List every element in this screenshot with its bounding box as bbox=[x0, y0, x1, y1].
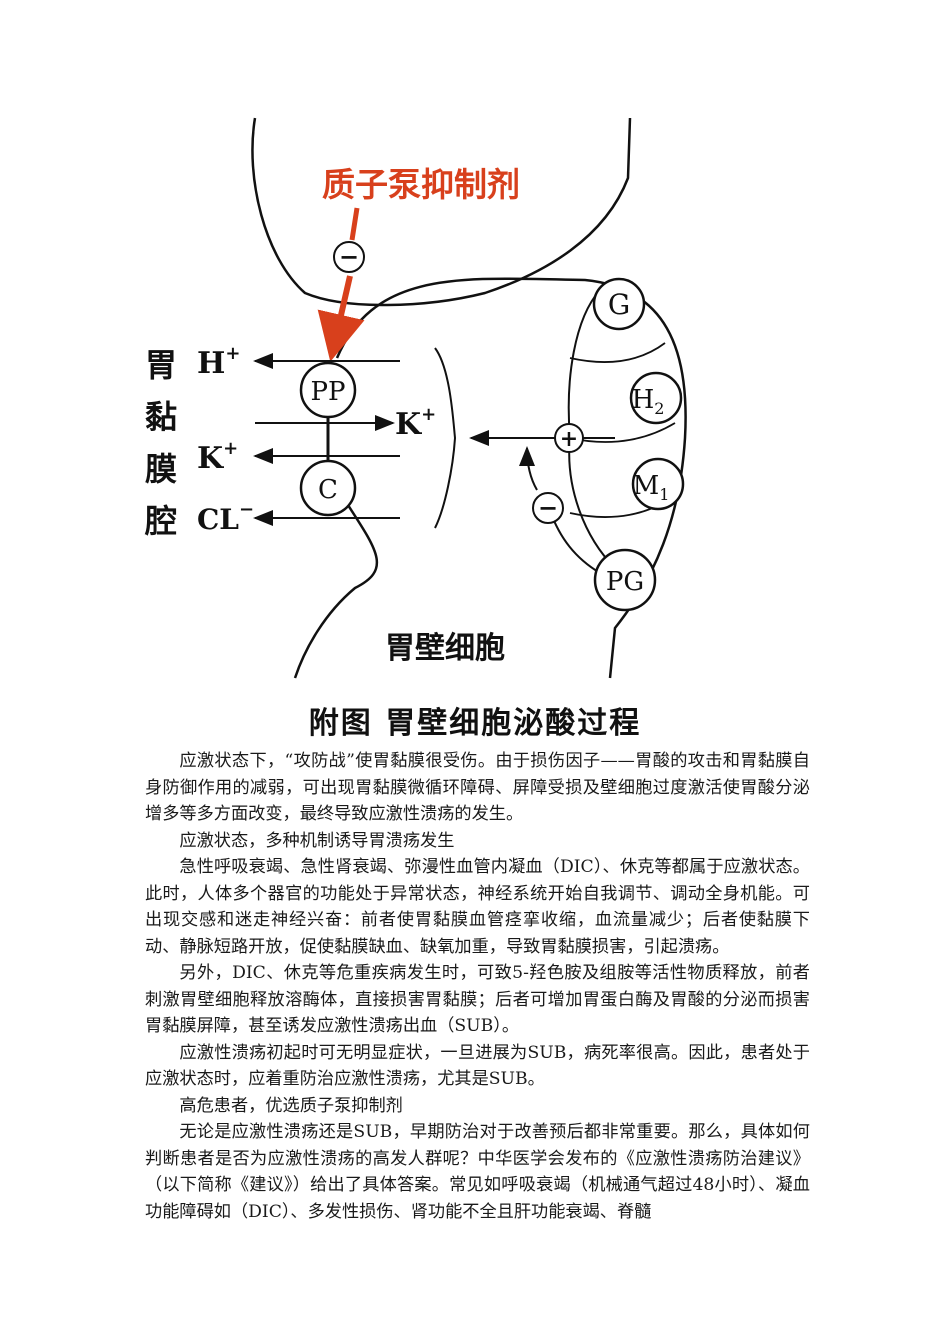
paragraph: 应激性溃疡初起时可无明显症状，一旦进展为SUB，病死率很高。因此，患者处于应激状… bbox=[145, 1042, 810, 1090]
lumen-label-4: 腔 bbox=[144, 502, 177, 540]
parietal-cell-outline bbox=[335, 277, 687, 679]
ion-cl-label: CL− bbox=[197, 499, 254, 536]
ppi-arrow-top bbox=[349, 207, 360, 241]
minus-node-top-label: − bbox=[339, 242, 359, 271]
parietal-cell-label: 胃壁细胞 bbox=[385, 631, 505, 666]
ion-k-out-label: K+ bbox=[197, 438, 238, 476]
canaliculus-outline bbox=[434, 347, 457, 529]
receptor-g-node bbox=[592, 277, 646, 331]
lumen-label-2: 黏 bbox=[145, 398, 177, 436]
receptor-h2-node bbox=[629, 371, 683, 425]
minus-node-bottom-label: − bbox=[538, 493, 558, 522]
pump-pp-node bbox=[299, 361, 357, 419]
receptor-m1-label: M1 bbox=[633, 471, 670, 504]
article-body: 应激状态下，“攻防战”使胃黏膜很受伤。由于损伤因子——胃酸的攻击和胃黏膜自身防御… bbox=[145, 748, 810, 1225]
pump-pp-label: PP bbox=[311, 377, 346, 407]
paragraph: 应激状态下，“攻防战”使胃黏膜很受伤。由于损伤因子——胃酸的攻击和胃黏膜自身防御… bbox=[145, 751, 810, 824]
section-heading: 应激状态，多种机制诱导胃溃疡发生 bbox=[179, 830, 455, 851]
plus-node bbox=[554, 423, 584, 453]
section-heading: 高危患者，优选质子泵抑制剂 bbox=[179, 1095, 403, 1116]
diagram-svg: − PP C + − G H2 M1 PG 质子泵抑制剂 H+ K+ K+ CL… bbox=[144, 117, 687, 679]
paragraph: 无论是应激性溃疡还是SUB，早期防治对于改善预后都非常重要。那么，具体如何判断患… bbox=[145, 1122, 810, 1222]
plus-node-label: + bbox=[560, 426, 578, 452]
receptor-pg-label: PG bbox=[606, 567, 644, 597]
receptor-m1-node bbox=[631, 457, 685, 511]
ppi-arrow bbox=[317, 275, 365, 362]
paragraph: 另外，DIC、休克等危重疾病发生时，可致5-羟色胺及组胺等活性物质释放，前者刺激… bbox=[145, 963, 810, 1036]
minus-node-bottom bbox=[532, 492, 564, 524]
receptor-pg-node bbox=[593, 548, 657, 612]
lower-membrane-outline bbox=[293, 487, 379, 679]
figure-caption: 附图 胃壁细胞泌酸过程 bbox=[308, 706, 642, 741]
pump-c-label: C bbox=[318, 475, 338, 505]
paragraph: 急性呼吸衰竭、急性肾衰竭、弥漫性血管内凝血（DIC）、休克等都属于应激状态。此时… bbox=[145, 857, 810, 957]
pump-c-node bbox=[299, 459, 357, 517]
ppi-label: 质子泵抑制剂 bbox=[322, 165, 520, 204]
receptor-g-label: G bbox=[608, 288, 630, 321]
upper-cell-outline bbox=[251, 117, 632, 307]
receptor-h2-label: H2 bbox=[632, 385, 665, 418]
lumen-label-3: 膜 bbox=[145, 450, 177, 488]
minus-node-top bbox=[333, 241, 365, 273]
lumen-label-1: 胃 bbox=[145, 346, 177, 384]
ion-k-in-label: K+ bbox=[395, 404, 436, 442]
parietal-cell-diagram: − PP C + − G H2 M1 PG 质子泵抑制剂 H+ K+ K+ CL… bbox=[144, 117, 690, 679]
ion-h-label: H+ bbox=[197, 343, 240, 381]
